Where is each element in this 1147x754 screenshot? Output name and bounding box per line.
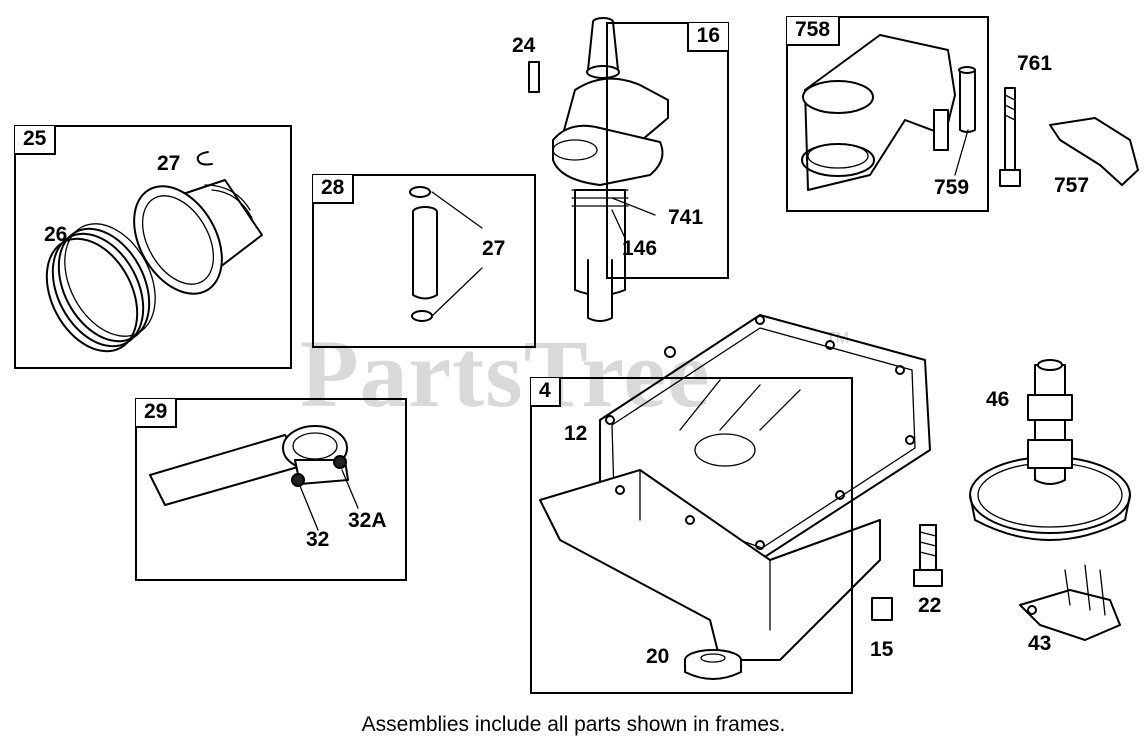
piston-drawing bbox=[133, 179, 263, 295]
cover-drawing bbox=[801, 34, 976, 191]
bolt-22-drawing bbox=[913, 524, 943, 587]
frame-connecting-rod-assembly: 29 bbox=[135, 398, 407, 581]
part-label: 759 bbox=[934, 176, 970, 199]
crankcase-drawing bbox=[539, 314, 931, 680]
frame-number: 28 bbox=[313, 175, 355, 204]
part-label: 27 bbox=[482, 237, 506, 260]
frame-number: 16 bbox=[686, 23, 728, 52]
watermark: PartsTree bbox=[300, 320, 711, 427]
part-label: 32A bbox=[348, 509, 387, 532]
crankshaft-drawing bbox=[528, 17, 669, 322]
piston-rings-drawing bbox=[45, 223, 156, 353]
part-label: 24 bbox=[512, 34, 536, 57]
part-label: 757 bbox=[1054, 174, 1090, 197]
plug-drawing bbox=[871, 597, 893, 621]
governor-drawing bbox=[1019, 564, 1121, 641]
part-label: 46 bbox=[986, 388, 1010, 411]
frame-number: 758 bbox=[787, 17, 841, 46]
part-label: 15 bbox=[870, 638, 894, 661]
part-label: 12 bbox=[564, 422, 588, 445]
frame-piston-assembly: 25 bbox=[14, 125, 292, 369]
part-label: 741 bbox=[668, 206, 704, 229]
camshaft-drawing bbox=[969, 359, 1131, 541]
part-label: 43 bbox=[1028, 632, 1052, 655]
part-label: 32 bbox=[306, 528, 330, 551]
part-label: 22 bbox=[918, 594, 942, 617]
frame-number: 29 bbox=[136, 399, 178, 428]
clip-drawing bbox=[196, 151, 213, 166]
connecting-rod-drawing bbox=[149, 425, 359, 531]
frame-crankshaft-assembly: 16 bbox=[606, 22, 729, 279]
frame-number: 4 bbox=[531, 378, 561, 407]
rod-cap-drawing bbox=[1049, 117, 1139, 186]
frame-cylinder-assembly: 4 bbox=[530, 377, 853, 694]
part-label: 20 bbox=[646, 645, 670, 668]
part-label: 26 bbox=[44, 223, 68, 246]
bolt-761-drawing bbox=[999, 87, 1021, 187]
caption: Assemblies include all parts shown in fr… bbox=[361, 713, 786, 736]
part-label: 146 bbox=[622, 237, 658, 260]
part-label: 761 bbox=[1017, 52, 1053, 75]
frame-wrist-pin-assembly: 28 bbox=[312, 174, 536, 348]
wrist-pin-drawing bbox=[409, 186, 483, 322]
frame-cover-assembly: 758 bbox=[786, 16, 989, 212]
frame-number: 25 bbox=[15, 126, 57, 155]
part-label: 27 bbox=[157, 152, 181, 175]
